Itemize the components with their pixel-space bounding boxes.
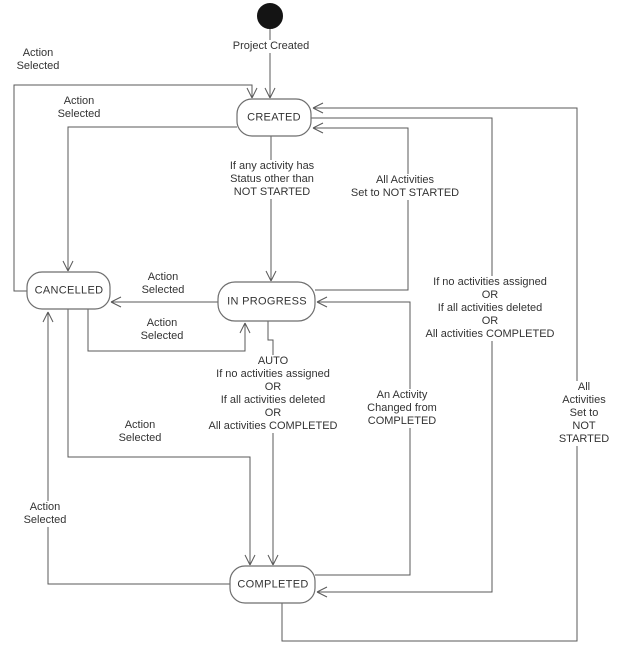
edge-cancelled-to-inprogress (87, 309, 251, 352)
edge-cancelled-to-created (13, 84, 258, 292)
edge-created-to-cancelled (62, 126, 237, 272)
label-activity-changed: An Activity Changed from COMPLETED (365, 389, 439, 428)
state-created-box (236, 98, 312, 137)
edge-completed-to-inprogress (315, 296, 411, 576)
label-auto-conditions: AUTO If no activities assigned OR If all… (206, 355, 340, 433)
edge-completed-to-cancelled (42, 311, 230, 585)
initial-state-node (257, 3, 283, 29)
state-completed-box (229, 565, 316, 604)
label-action-cancelled-to-completed: Action Selected (116, 419, 164, 445)
state-created-label: CREATED (247, 111, 301, 124)
label-action-completed-to-cancelled: Action Selected (21, 501, 69, 527)
edge-inprogress-to-completed (267, 321, 279, 566)
label-all-activities-not-started-1: All Activities Set to NOT STARTED (348, 174, 462, 200)
state-cancelled-box (26, 271, 111, 310)
label-if-any-activity: If any activity has Status other than NO… (227, 160, 317, 199)
edge-inprogress-to-created (312, 122, 409, 291)
state-cancelled-label: CANCELLED (34, 284, 104, 297)
state-inprogress-box (217, 281, 316, 322)
edge-created-to-completed (311, 117, 493, 598)
label-action-cancelled-to-created: Action Selected (14, 47, 62, 73)
label-project-created: Project Created (230, 40, 312, 53)
label-all-activities-not-started-2: All Activities Set to NOT STARTED (556, 381, 612, 446)
label-no-activities-conditions: If no activities assigned OR If all acti… (423, 276, 557, 341)
label-action-created-to-cancelled: Action Selected (55, 95, 103, 121)
label-action-cancelled-to-inprogress: Action Selected (138, 317, 186, 343)
label-action-inprogress-to-cancelled: Action Selected (139, 271, 187, 297)
edge-cancelled-to-completed (67, 309, 256, 566)
state-inprogress-label: IN PROGRESS (227, 295, 307, 308)
edge-completed-to-created (281, 102, 578, 642)
state-completed-label: COMPLETED (237, 578, 309, 591)
